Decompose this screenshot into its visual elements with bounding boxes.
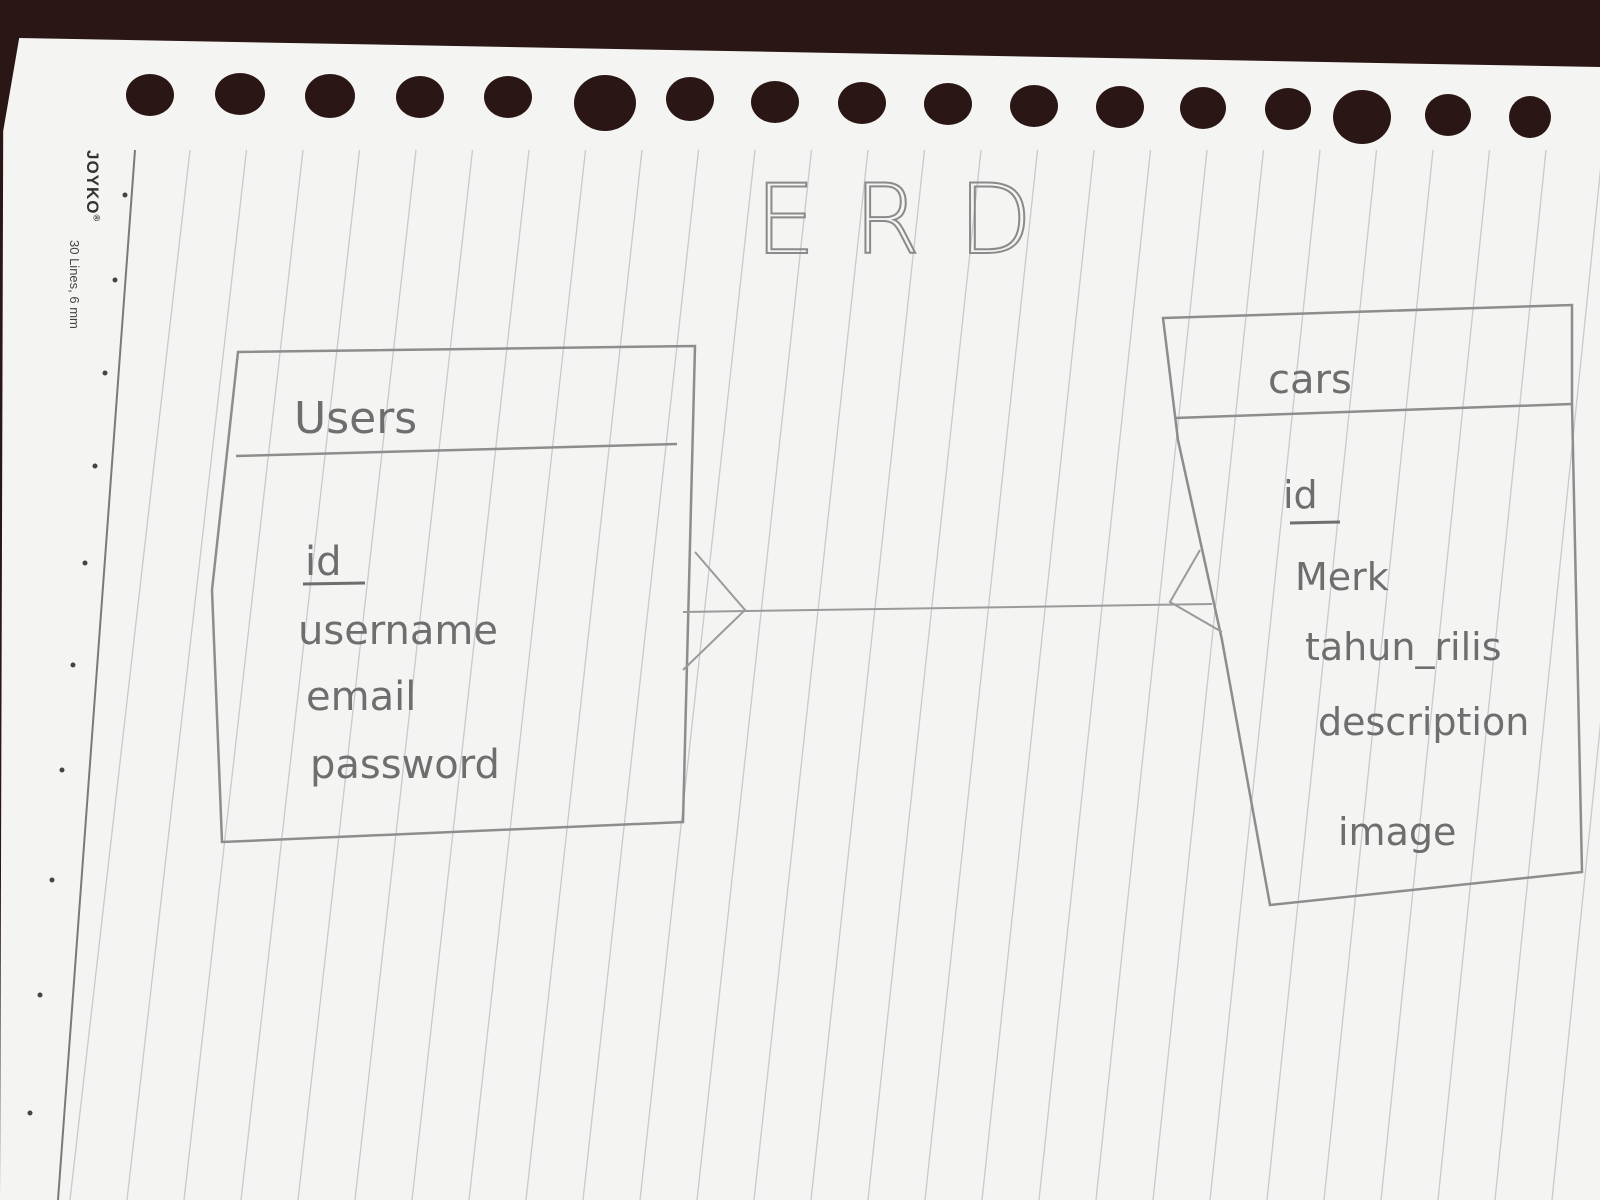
ruled-line [753, 149, 869, 1200]
users-attr-email: email [306, 674, 416, 720]
ruled-line [69, 149, 191, 1200]
crows-foot-users-end [682, 551, 747, 671]
diagram-title: ERD [755, 164, 1070, 276]
cars-attr-tahun-rilis: tahun_rilis [1305, 625, 1502, 669]
notebook-paper [0, 38, 1600, 1200]
ruled-line [354, 149, 474, 1200]
entity-users [210, 344, 697, 844]
margin-line [57, 149, 136, 1200]
ruled-line [183, 149, 304, 1200]
margin-dots [27, 192, 128, 1116]
ruled-line [867, 149, 982, 1200]
ruled-line [639, 149, 756, 1200]
users-attr-password: password [310, 742, 500, 788]
paper-brand: JOYKO® 30 Lines, 6 mm [58, 150, 118, 410]
ruled-line [1152, 149, 1265, 1200]
cars-attr-merk: Merk [1295, 555, 1389, 599]
paper-spec: 30 Lines, 6 mm [67, 240, 82, 329]
ruled-line [1437, 149, 1547, 1200]
relationship-users-cars [682, 549, 1223, 671]
ruled-line [696, 149, 813, 1200]
ruled-line [810, 149, 926, 1200]
ruled-line [1209, 149, 1321, 1200]
ruled-lines [69, 149, 1600, 1200]
ruled-line [1266, 149, 1378, 1200]
ruled-line [525, 149, 643, 1200]
relationship-line [682, 603, 1213, 613]
ruled-line [1323, 149, 1434, 1200]
ruled-line [240, 149, 361, 1200]
ruled-line [297, 149, 417, 1200]
ruled-line [1095, 149, 1208, 1200]
entity-cars-name: cars [1268, 357, 1352, 403]
cars-attr-description: description [1318, 700, 1529, 744]
ruled-line [126, 149, 248, 1200]
crows-foot-cars-end [1168, 549, 1223, 633]
ruled-line [1551, 722, 1600, 1200]
entity-cars [1161, 303, 1584, 907]
cars-attr-image: image [1338, 810, 1456, 854]
ruled-line [411, 149, 530, 1200]
ruled-line [1380, 149, 1491, 1200]
cars-pk-underline [1289, 520, 1341, 525]
users-attr-id: id [305, 539, 342, 585]
ruled-line [1038, 149, 1152, 1200]
users-attr-username: username [298, 608, 498, 654]
ruled-line [981, 149, 1095, 1200]
ruled-line [468, 149, 587, 1200]
brand-name: JOYKO® [83, 150, 102, 223]
ruled-line [1494, 168, 1600, 1200]
cars-attr-id: id [1283, 473, 1318, 517]
ruled-line [924, 149, 1039, 1200]
users-pk-underline [302, 581, 366, 586]
punched-holes [126, 73, 1551, 144]
entity-users-name: Users [294, 393, 417, 444]
ruled-line [582, 149, 700, 1200]
